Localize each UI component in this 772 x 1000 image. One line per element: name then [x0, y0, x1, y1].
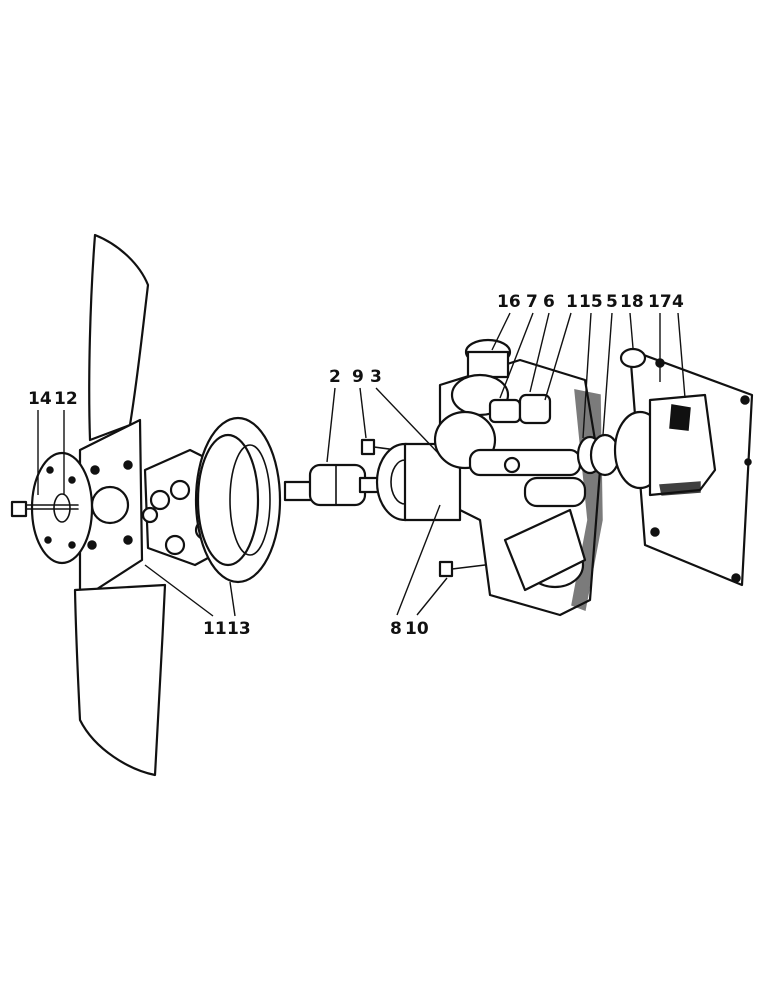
fan-bolt-hole-4	[123, 535, 133, 545]
callout-18: 18	[620, 292, 644, 312]
fan-bolt-hole-3	[87, 540, 97, 550]
fan-center-hole	[90, 485, 130, 525]
callout-9: 9	[352, 367, 364, 387]
callout-17: 17	[648, 292, 672, 312]
callout-1: 1	[566, 292, 578, 312]
callout-10: 10	[405, 619, 429, 639]
plug-7	[488, 398, 522, 424]
washer-bolt-hole-1	[46, 466, 54, 474]
washer-bolt-hole-4	[68, 541, 76, 549]
washer-bolt-hole-2	[68, 476, 76, 484]
washer-bolt-hole-3	[44, 536, 52, 544]
pump-body	[375, 338, 621, 617]
callout-14: 14	[28, 389, 52, 409]
callout-15: 15	[579, 292, 603, 312]
callout-5: 5	[606, 292, 618, 312]
callout-4: 4	[672, 292, 684, 312]
callout-13: 13	[227, 619, 251, 639]
pulley	[194, 416, 282, 584]
small-nut	[503, 456, 521, 474]
bolt-10	[438, 560, 486, 578]
spindle-shaft	[283, 463, 392, 507]
fan-bolt-hole-1	[90, 465, 100, 475]
plug-6	[518, 393, 552, 425]
pump-arm	[468, 448, 582, 477]
callout-6: 6	[543, 292, 555, 312]
top-boss-neck	[466, 350, 510, 379]
callout-11: 11	[203, 619, 227, 639]
fan-blade-lower	[73, 583, 167, 777]
callouts: 14 12 2 9 3 16 7 6 1 15 5 18 17 4 11 13 …	[28, 292, 684, 639]
callout-16: 16	[497, 292, 521, 312]
lower-arm	[523, 476, 587, 508]
leader-lines	[37, 312, 686, 617]
o-ring-18	[619, 347, 647, 369]
fan-bolt	[10, 500, 79, 518]
washer-plate-hole	[53, 493, 71, 523]
callout-2: 2	[329, 367, 341, 387]
inlet-pipe	[503, 508, 587, 592]
impeller	[613, 393, 717, 497]
fan-blade-upper	[88, 233, 150, 442]
fan-bolt-hole-2	[123, 460, 133, 470]
callout-12: 12	[54, 389, 78, 409]
washer-plate	[30, 451, 94, 565]
callout-7: 7	[526, 292, 538, 312]
callout-3: 3	[370, 367, 382, 387]
callout-8: 8	[390, 619, 402, 639]
